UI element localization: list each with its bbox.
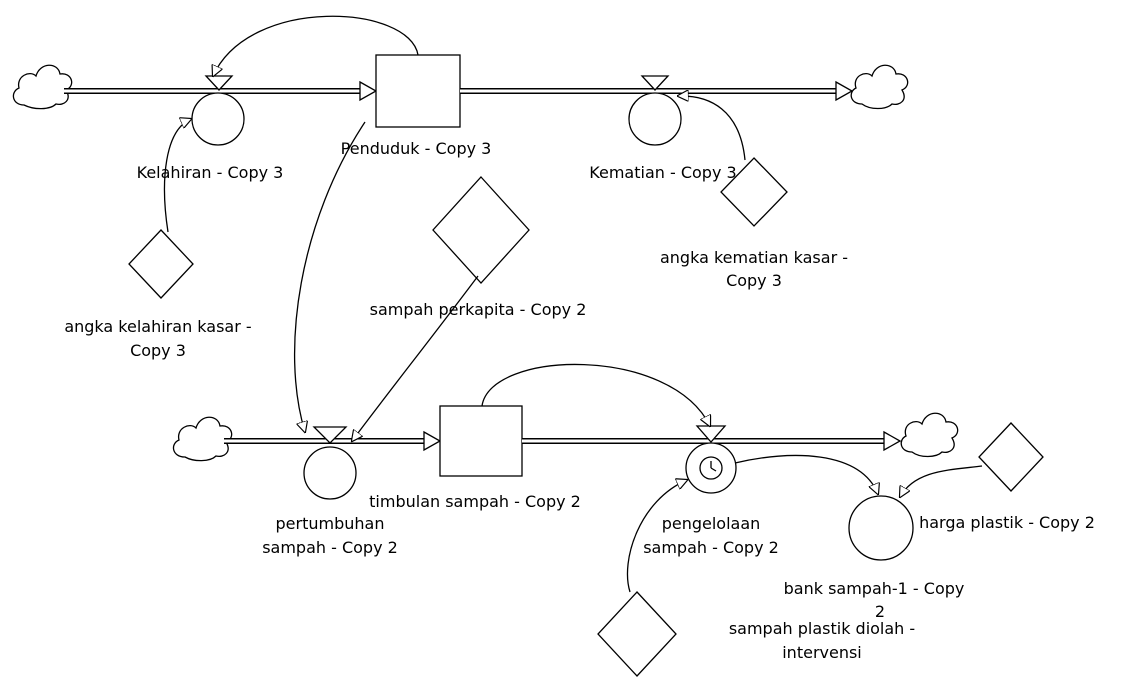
label-angka-kematian-1: angka kematian kasar - [660,248,848,267]
label-pengelolaan-1: pengelolaan [662,514,761,533]
connector-sampah-plastik [626,480,687,593]
flow-pengelolaan[interactable] [685,442,737,494]
connector-angka-kematian [678,96,746,161]
valve-kematian[interactable] [640,75,670,91]
cloud-icon-sink-sampah [900,412,959,458]
aux-sampah-perkapita[interactable] [432,176,530,284]
label-sampah-plastik-2: intervensi [782,643,862,662]
label-timbulan-sampah: timbulan sampah - Copy 2 [369,492,581,511]
flow-pipe-pertumbuhan [224,430,442,452]
connector-penduduk-pertumbuhan [293,121,366,432]
stock-timbulan-sampah[interactable] [439,405,523,477]
label-sampah-perkapita: sampah perkapita - Copy 2 [370,300,587,319]
stock-penduduk[interactable] [375,54,461,128]
cloud-icon-sink-penduduk [850,64,909,110]
flow-pipe-kelahiran [64,80,378,102]
valve-pertumbuhan[interactable] [312,426,348,444]
label-angka-kelahiran-2: Copy 3 [130,341,186,360]
valve-kelahiran[interactable] [204,75,234,91]
connector-penduduk-kelahiran [213,15,419,76]
flow-kematian[interactable] [628,92,682,146]
label-angka-kelahiran-1: angka kelahiran kasar - [64,317,251,336]
label-bank-sampah-2: 2 [875,602,885,621]
connector-harga-bank [900,465,983,497]
label-pertumbuhan-1: pertumbuhan [276,514,385,533]
aux-harga-plastik[interactable] [978,422,1044,492]
flow-pipe-pengelolaan [522,430,902,452]
aux-angka-kematian[interactable] [720,157,788,227]
label-harga-plastik: harga plastik - Copy 2 [919,513,1095,532]
label-pertumbuhan-2: sampah - Copy 2 [262,538,398,557]
label-penduduk: Penduduk - Copy 3 [341,139,492,158]
connector-angka-kelahiran [163,119,191,233]
label-pengelolaan-2: sampah - Copy 2 [643,538,779,557]
label-sampah-plastik-1: sampah plastik diolah - [729,619,915,638]
flow-pipe-kematian [460,80,854,102]
flow-kelahiran[interactable] [191,92,245,146]
label-angka-kematian-2: Copy 3 [726,271,782,290]
aux-sampah-plastik[interactable] [597,591,677,677]
clock-icon [699,456,723,480]
converter-bank-sampah[interactable] [848,495,914,561]
connector-sampah-perkapita [352,275,479,441]
label-kelahiran: Kelahiran - Copy 3 [137,163,284,182]
cloud-icon-source-penduduk [12,64,73,110]
aux-angka-kelahiran[interactable] [128,229,194,299]
connector-timbulan-pengelolaan [481,363,710,426]
label-kematian: Kematian - Copy 3 [589,163,736,182]
flow-pertumbuhan[interactable] [303,446,357,500]
cloud-icon-source-sampah [172,416,233,462]
label-bank-sampah-1: bank sampah-1 - Copy [784,579,965,598]
connector-pengelolaan-bank [734,454,878,494]
